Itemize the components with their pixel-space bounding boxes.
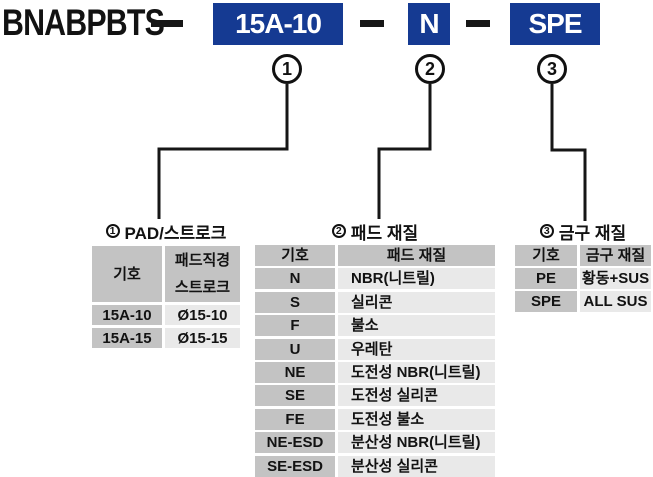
code-separator-dash [360, 20, 384, 27]
table-header-cell: 패드 재질 [338, 245, 495, 266]
table-cell: Ø15-15 [165, 328, 240, 348]
code-separator-dash [151, 20, 183, 27]
table-cell: 15A-15 [92, 328, 162, 348]
table-cell: FE [255, 408, 335, 430]
table-header-cell: 기호 [92, 246, 162, 302]
connector-line-1 [157, 84, 289, 219]
pad-material-table-title: 2 패드 재질 [255, 219, 495, 243]
pad-material-table-title-text: 패드 재질 [350, 223, 419, 243]
table-cell: NE-ESD [255, 432, 335, 454]
code-separator-dash [466, 20, 490, 27]
callout-circle-1: 1 [272, 54, 302, 84]
table-cell: U [255, 338, 335, 360]
circled-number-2-icon: 2 [331, 224, 346, 238]
table-cell: PE [515, 268, 577, 289]
fitting-material-table-title: 3 금구 재질 [515, 219, 651, 243]
pad-stroke-table-title: 1 PAD/스트로크 [92, 219, 240, 243]
table-cell: 황동+SUS [580, 268, 651, 289]
table-cell: SE [255, 385, 335, 407]
connector-line-2 [377, 84, 432, 219]
table-cell: F [255, 315, 335, 337]
callout-circle-2: 2 [415, 54, 445, 84]
circled-number-3-icon: 3 [539, 224, 554, 238]
table-cell: NE [255, 361, 335, 383]
table-cell: 도전성 실리콘 [338, 385, 495, 407]
fitting-material-table-title-text: 금구 재질 [558, 223, 627, 243]
table-header-cell: 기호 [515, 245, 577, 266]
table-cell: N [255, 268, 335, 290]
table-cell: 도전성 불소 [338, 408, 495, 430]
table-cell: Ø15-10 [165, 305, 240, 325]
table-cell: 15A-10 [92, 305, 162, 325]
table-header-cell: 기호 [255, 245, 335, 266]
model-code-prefix: BNABPBTS [2, 2, 165, 43]
pad-stroke-table-title-text: PAD/스트로크 [124, 223, 227, 243]
table-cell: 우레탄 [338, 338, 495, 360]
table-cell: ALL SUS [580, 291, 651, 312]
table-cell: 분산성 실리콘 [338, 455, 495, 477]
model-code-segment-fitting-material: SPE [510, 3, 600, 45]
model-code-segment-pad-material: N [408, 3, 450, 45]
table-cell: S [255, 291, 335, 313]
model-code-segment-pad-stroke: 15A-10 [213, 3, 343, 45]
table-cell: SE-ESD [255, 455, 335, 477]
table-cell: NBR(니트릴) [338, 268, 495, 290]
table-header-cell: 금구 재질 [580, 245, 651, 266]
callout-circle-3: 3 [537, 54, 567, 84]
table-cell: 불소 [338, 315, 495, 337]
table-cell: 실리콘 [338, 291, 495, 313]
table-cell: SPE [515, 291, 577, 312]
table-header-cell: 패드직경 스트로크 [165, 246, 240, 302]
circled-number-1-icon: 1 [105, 224, 120, 238]
table-cell: 분산성 NBR(니트릴) [338, 432, 495, 454]
connector-line-3 [550, 84, 587, 221]
table-cell: 도전성 NBR(니트릴) [338, 361, 495, 383]
